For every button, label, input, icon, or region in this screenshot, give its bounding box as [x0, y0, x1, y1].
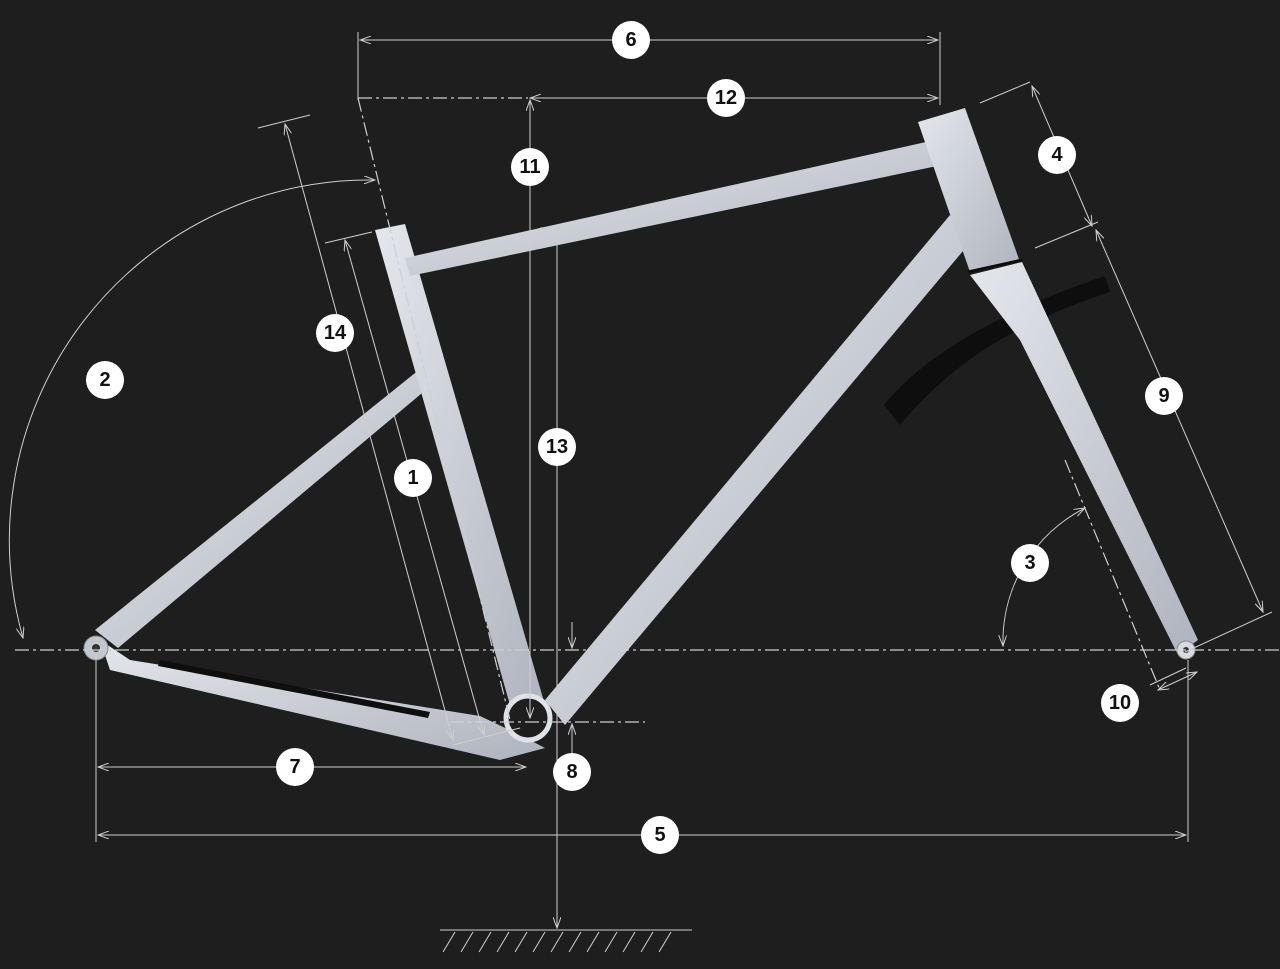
- badges: 1 2 3 4 5 6 7 8 9 10 11 12 13 14: [86, 21, 1183, 854]
- fork-axis: [1064, 459, 1161, 691]
- badge-7: 7: [276, 748, 314, 786]
- dim-9: [1096, 230, 1263, 612]
- head-tube: [918, 108, 1020, 272]
- badge-13: 13: [538, 428, 576, 466]
- svg-text:8: 8: [566, 761, 577, 783]
- badge-12: 12: [707, 79, 745, 117]
- badge-14: 14: [316, 314, 354, 352]
- badge-9: 9: [1145, 377, 1183, 415]
- down-tube: [545, 215, 968, 725]
- badge-5: 5: [641, 816, 679, 854]
- badge-10: 10: [1101, 684, 1139, 722]
- svg-text:14: 14: [324, 322, 347, 344]
- svg-text:1: 1: [407, 467, 418, 489]
- dim-10: [1158, 672, 1197, 690]
- svg-text:3: 3: [1024, 552, 1035, 574]
- rear-axle: [92, 644, 100, 652]
- bottom-bracket: [503, 693, 553, 743]
- svg-text:6: 6: [625, 29, 636, 51]
- svg-text:5: 5: [654, 824, 665, 846]
- seatstay: [95, 365, 440, 648]
- svg-text:10: 10: [1109, 692, 1131, 714]
- front-fender: [884, 276, 1110, 425]
- chainstay: [100, 640, 545, 760]
- badge-1: 1: [394, 459, 432, 497]
- dim-3: [1003, 508, 1085, 646]
- svg-text:2: 2: [99, 369, 110, 391]
- badge-8: 8: [553, 753, 591, 791]
- badge-2: 2: [86, 361, 124, 399]
- svg-text:13: 13: [546, 436, 568, 458]
- svg-text:9: 9: [1158, 385, 1169, 407]
- headset-ring: [967, 258, 1023, 274]
- badge-3: 3: [1011, 544, 1049, 582]
- bike-frame: [83, 108, 1198, 760]
- top-tube: [405, 140, 942, 276]
- svg-text:11: 11: [519, 156, 540, 178]
- dimension-lines: [8, 32, 1273, 928]
- svg-text:7: 7: [289, 756, 300, 778]
- badge-11: 11: [511, 148, 549, 186]
- dim-14: [285, 124, 453, 740]
- svg-text:12: 12: [715, 87, 737, 109]
- badge-6: 6: [612, 21, 650, 59]
- badge-4: 4: [1038, 136, 1076, 174]
- svg-text:4: 4: [1051, 144, 1063, 166]
- ground-hatch: [442, 931, 672, 953]
- dim-2: [8, 180, 375, 638]
